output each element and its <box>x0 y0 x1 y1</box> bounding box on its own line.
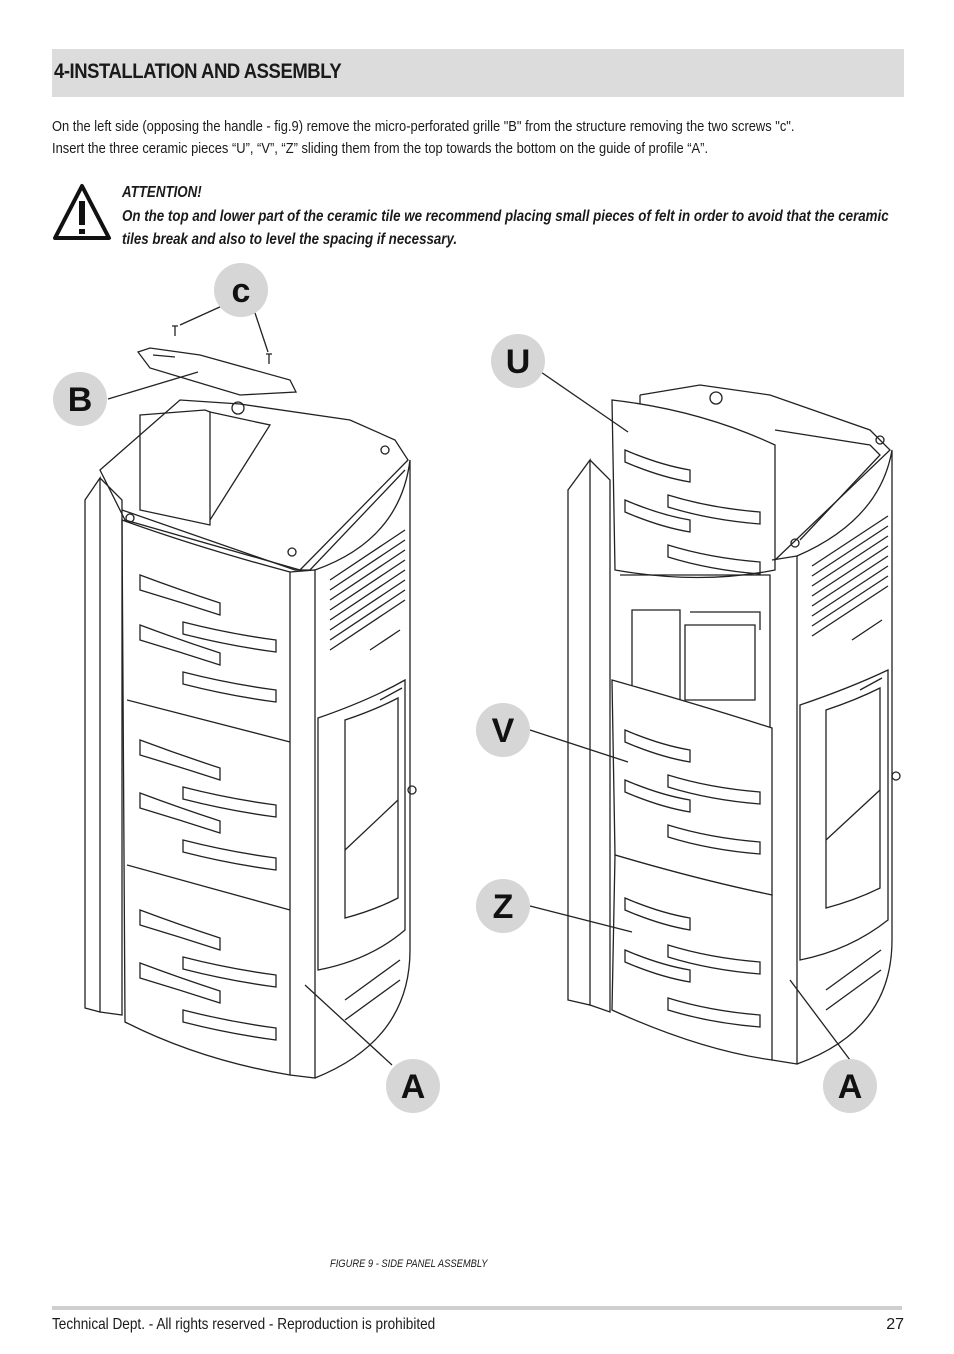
callout-a-left: A <box>386 1059 440 1113</box>
attention-block: ATTENTION! On the top and lower part of … <box>122 181 896 252</box>
section-title: 4-INSTALLATION AND ASSEMBLY <box>54 60 342 83</box>
callout-c: c <box>214 263 268 317</box>
callout-a-right: A <box>823 1059 877 1113</box>
callout-a-right-label: A <box>838 1068 863 1106</box>
callout-a-left-label: A <box>401 1068 426 1106</box>
callout-z-label: Z <box>493 888 514 926</box>
intro-line-1: On the left side (opposing the handle - … <box>52 118 795 135</box>
callout-b: B <box>53 372 107 426</box>
figure-caption: FIGURE 9 - SIDE PANEL ASSEMBLY <box>330 1258 488 1270</box>
intro-text: On the left side (opposing the handle - … <box>52 116 878 160</box>
callout-u: U <box>491 334 545 388</box>
section-header: 4-INSTALLATION AND ASSEMBLY <box>52 49 904 97</box>
callout-v-label: V <box>492 712 515 750</box>
attention-text: On the top and lower part of the ceramic… <box>122 207 889 249</box>
callout-v: V <box>476 703 530 757</box>
page-number: 27 <box>886 1316 904 1333</box>
attention-label: ATTENTION! <box>122 184 202 201</box>
right-stove-drawing <box>529 369 901 1065</box>
side-panel-assembly-figure: c B A U V Z A <box>53 263 901 1113</box>
footer-text: Technical Dept. - All rights reserved - … <box>52 1316 436 1333</box>
callout-c-label: c <box>232 272 251 310</box>
warning-triangle-icon <box>53 184 111 240</box>
left-stove-drawing <box>84 305 417 1079</box>
intro-line-2: Insert the three ceramic pieces “U”, “V”… <box>52 140 709 157</box>
callout-z: Z <box>476 879 530 933</box>
callout-b-label: B <box>68 381 93 419</box>
callout-u-label: U <box>506 343 531 381</box>
footer-divider <box>52 1306 902 1310</box>
